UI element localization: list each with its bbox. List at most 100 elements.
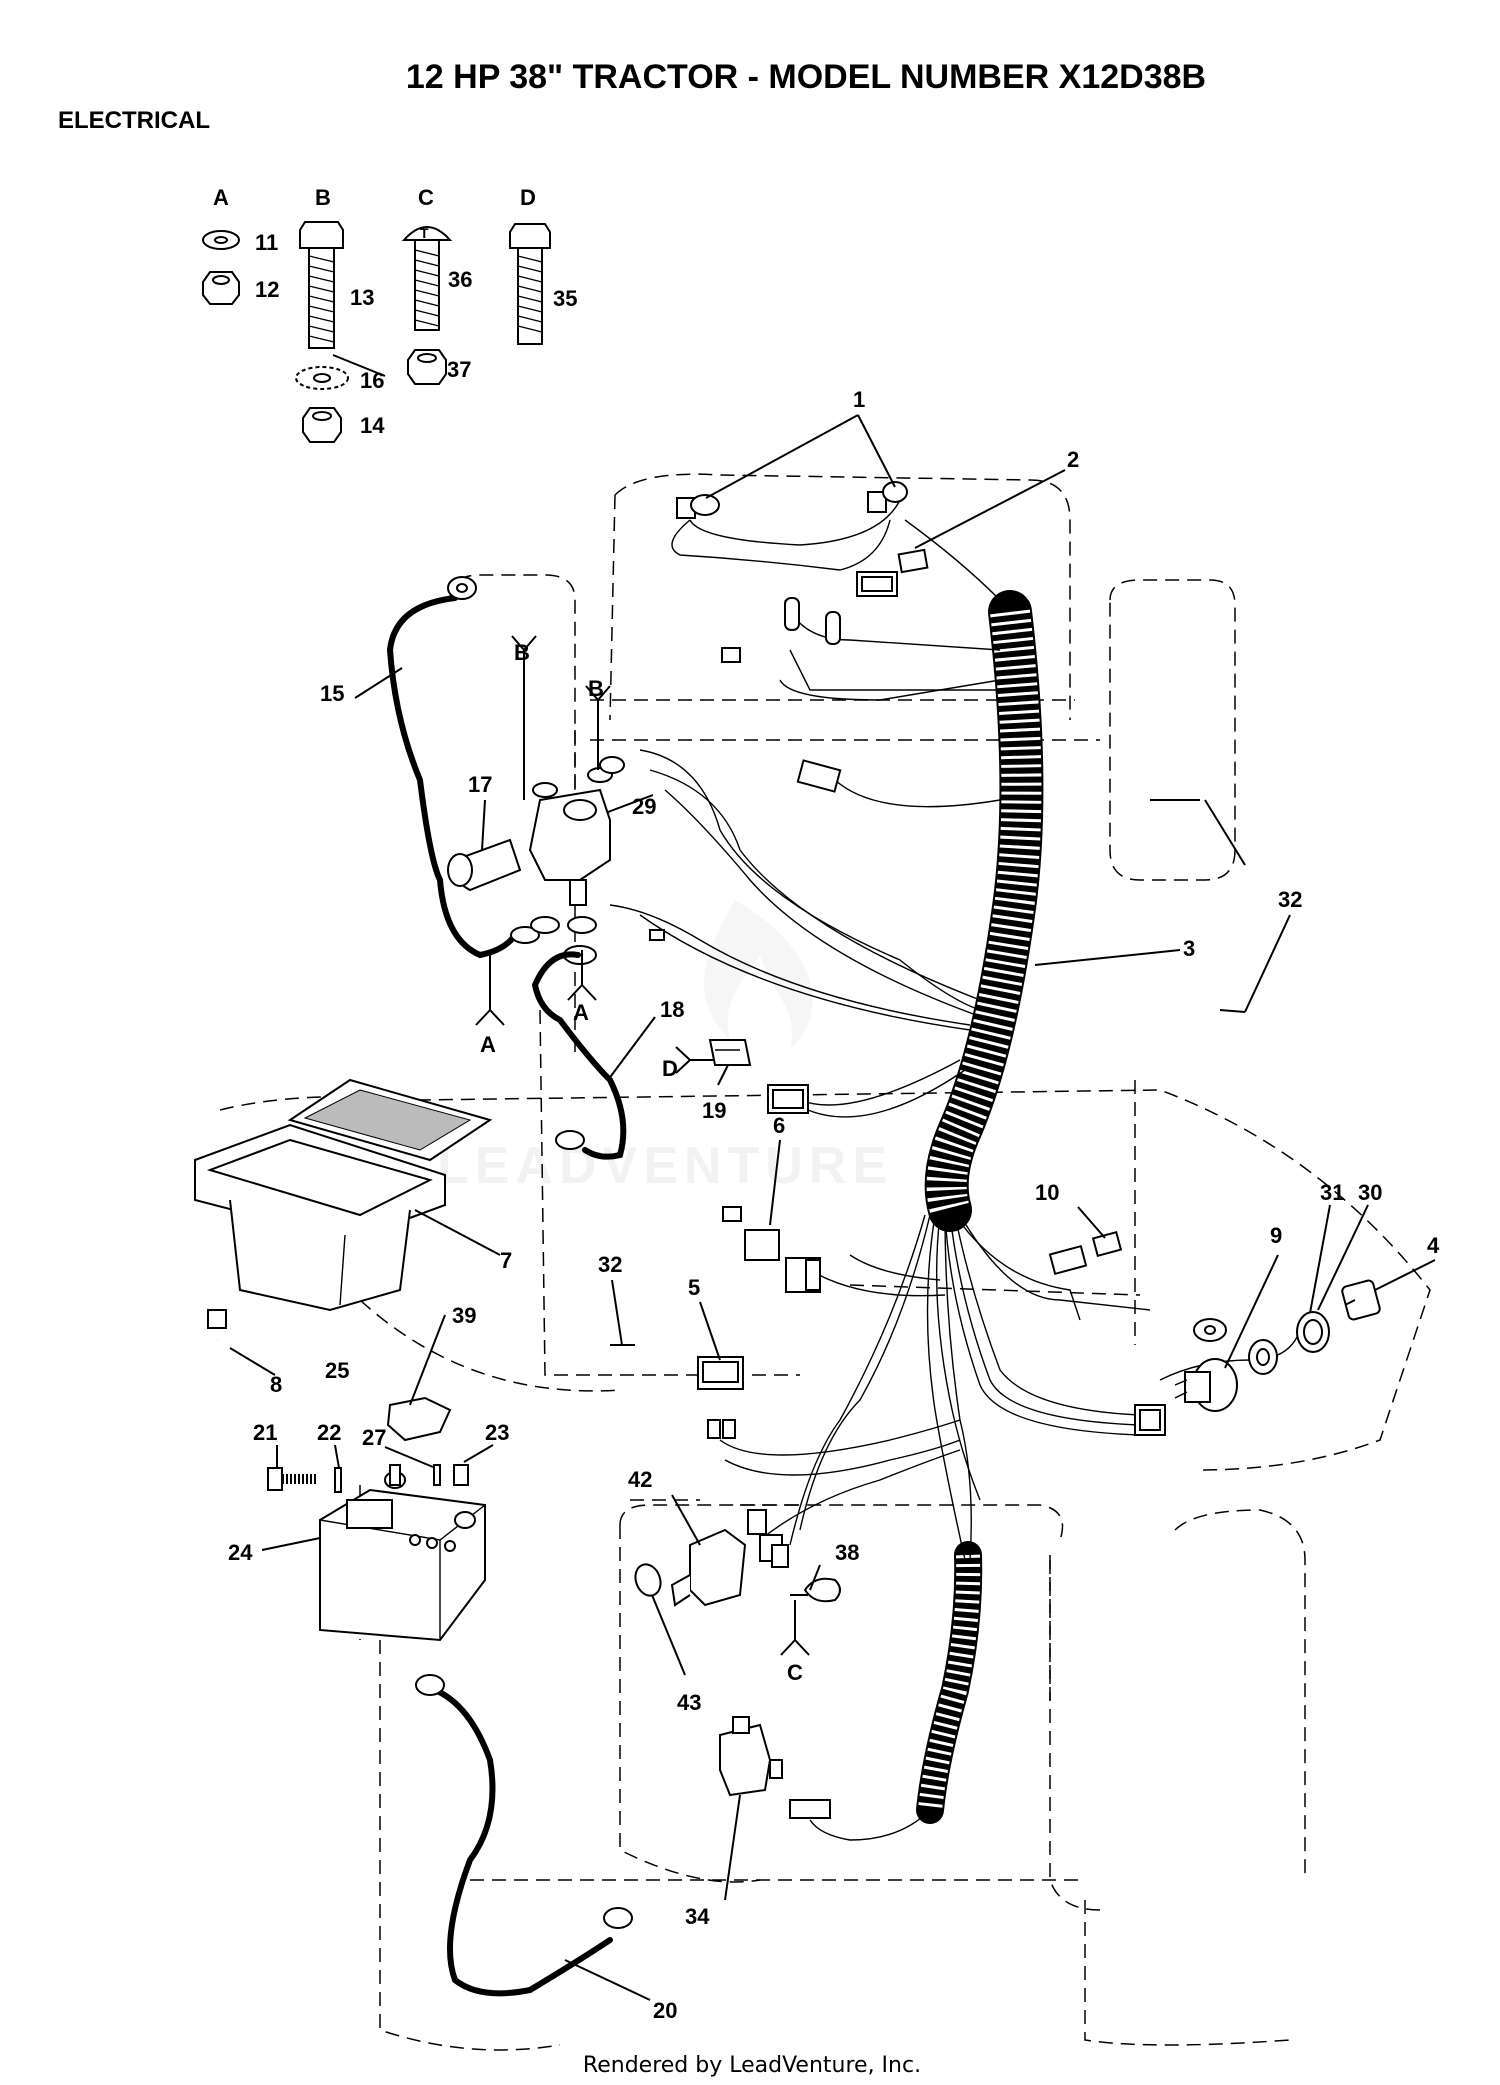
- callout-25: 25: [325, 1358, 349, 1383]
- terminal-nut-icon: [453, 1464, 469, 1486]
- ignition-switch-icon: [1174, 1358, 1238, 1412]
- harness-plug-icon: [856, 571, 898, 597]
- watermark-flame-icon: [704, 900, 813, 1050]
- callout-10: 10: [1035, 1180, 1059, 1205]
- watermark-text: LEADVENTURE: [437, 1137, 893, 1195]
- callout-36: 36: [448, 267, 472, 292]
- vent-tube-icon: [172, 1309, 227, 1442]
- ignition-bezel-icon: [1296, 1311, 1330, 1353]
- callout-30: 30: [1358, 1180, 1382, 1205]
- callout-31: 31: [1320, 1180, 1344, 1205]
- headlight-bulb-icon: [676, 481, 908, 519]
- callout-34: 34: [685, 1904, 710, 1929]
- ground-cable: [531, 951, 627, 1160]
- ignition-key-icon: [1341, 1279, 1381, 1321]
- watermark: LEADVENTURE: [437, 900, 893, 1195]
- callout-16: 16: [360, 368, 384, 393]
- svg-text:T: T: [420, 225, 429, 241]
- harness-conduit: [924, 590, 1044, 1232]
- leader-lines: [229, 354, 1436, 2001]
- carriage-bolt-icon: T: [401, 225, 453, 331]
- hardware-letter-a: A: [213, 185, 229, 210]
- callout-21: 21: [253, 1420, 277, 1445]
- connection-point-a-2: A: [573, 1000, 589, 1025]
- hex-bolt-d-icon: [509, 223, 551, 345]
- callout-24: 24: [228, 1540, 253, 1565]
- callout-12: 12: [255, 277, 279, 302]
- callout-2: 2: [1067, 447, 1079, 472]
- lock-washer-icon: [202, 230, 240, 250]
- harness-connector-icon: [767, 1084, 809, 1114]
- callout-17: 17: [468, 772, 492, 797]
- callout-11: 11: [255, 230, 278, 255]
- connection-point-a-1: A: [480, 1032, 496, 1057]
- callout-8: 8: [270, 1372, 282, 1397]
- callout-35: 35: [553, 286, 577, 311]
- solenoid-boot-icon: [447, 838, 522, 892]
- callout-13: 13: [350, 285, 374, 310]
- hex-nut-icon: [202, 271, 240, 305]
- footer-credit: Rendered by LeadVenture, Inc.: [583, 2053, 921, 2078]
- battery-cover-icon: [386, 1396, 452, 1442]
- ignition-plug-icon: [1134, 1404, 1166, 1436]
- hardware-letter-d: D: [520, 185, 536, 210]
- callout-5: 5: [688, 1275, 700, 1300]
- connection-point-c: C: [787, 1660, 803, 1685]
- headlight-connector-icon: [897, 548, 929, 574]
- callout-27: 27: [362, 1425, 386, 1450]
- callout-1: 1: [853, 387, 865, 412]
- hardware-letter-c: C: [418, 185, 434, 210]
- relay-icon: [708, 1039, 752, 1066]
- switch-connector-icon: [722, 1206, 821, 1293]
- cable-tie-icon: [610, 799, 1246, 1346]
- callout-22: 22: [317, 1420, 341, 1445]
- rocker-switch-icon: [697, 1356, 744, 1439]
- callout-32b: 32: [598, 1252, 622, 1277]
- callout-7: 7: [500, 1248, 512, 1273]
- callout-6: 6: [773, 1113, 785, 1138]
- callout-37: 37: [447, 357, 471, 382]
- connection-point-b-2: B: [588, 676, 604, 701]
- pto-nut-icon: [634, 1563, 662, 1597]
- fuse-connector-icon: [1048, 1230, 1123, 1276]
- seat-switch-icon: [719, 1716, 831, 1819]
- hex-bolt-icon: [299, 221, 344, 349]
- terminal-bolt-icon: [267, 1467, 318, 1491]
- callout-19: 19: [702, 1098, 726, 1123]
- callout-42: 42: [628, 1467, 652, 1492]
- callout-43: 43: [677, 1690, 701, 1715]
- pto-switch-icon: [670, 1509, 789, 1607]
- battery-icon: [319, 1464, 486, 1642]
- connection-point-b-1: B: [514, 640, 530, 665]
- callout-3: 3: [1183, 936, 1195, 961]
- battery-tray-icon: [194, 1078, 493, 1312]
- ignition-nut-icon: [1248, 1339, 1278, 1375]
- callout-9: 9: [1270, 1223, 1282, 1248]
- callout-18: 18: [660, 997, 684, 1022]
- callout-4: 4: [1427, 1233, 1440, 1258]
- harness-wires: [609, 499, 1301, 1841]
- callout-39: 39: [452, 1303, 476, 1328]
- callout-38: 38: [835, 1540, 859, 1565]
- flange-nut-icon: [407, 349, 447, 385]
- hardware-letter-b: B: [315, 185, 331, 210]
- bullet-connector-icon: [784, 597, 841, 645]
- starter-solenoid-icon: [528, 767, 613, 906]
- cable-clamp-icon: [790, 1577, 841, 1603]
- battery-cable-upper: [386, 576, 540, 959]
- star-washer-icon: [295, 366, 349, 390]
- connection-markers: B B A A D C: [475, 635, 810, 1685]
- callout-23: 23: [485, 1420, 509, 1445]
- connection-point-d: D: [662, 1056, 678, 1081]
- small-clip-icon: [649, 759, 842, 941]
- callout-14: 14: [360, 413, 385, 438]
- callout-29: 29: [632, 794, 656, 819]
- ring-terminal-icon: [1193, 1318, 1227, 1342]
- callout-15: 15: [320, 681, 344, 706]
- diagram-title: 12 HP 38" TRACTOR - MODEL NUMBER X12D38B: [406, 58, 1206, 96]
- callout-32a: 32: [1278, 887, 1302, 912]
- wiring-harness-loom: [916, 590, 1044, 1824]
- section-label: ELECTRICAL: [58, 107, 210, 134]
- hardware-key: A B C D T: [202, 185, 577, 443]
